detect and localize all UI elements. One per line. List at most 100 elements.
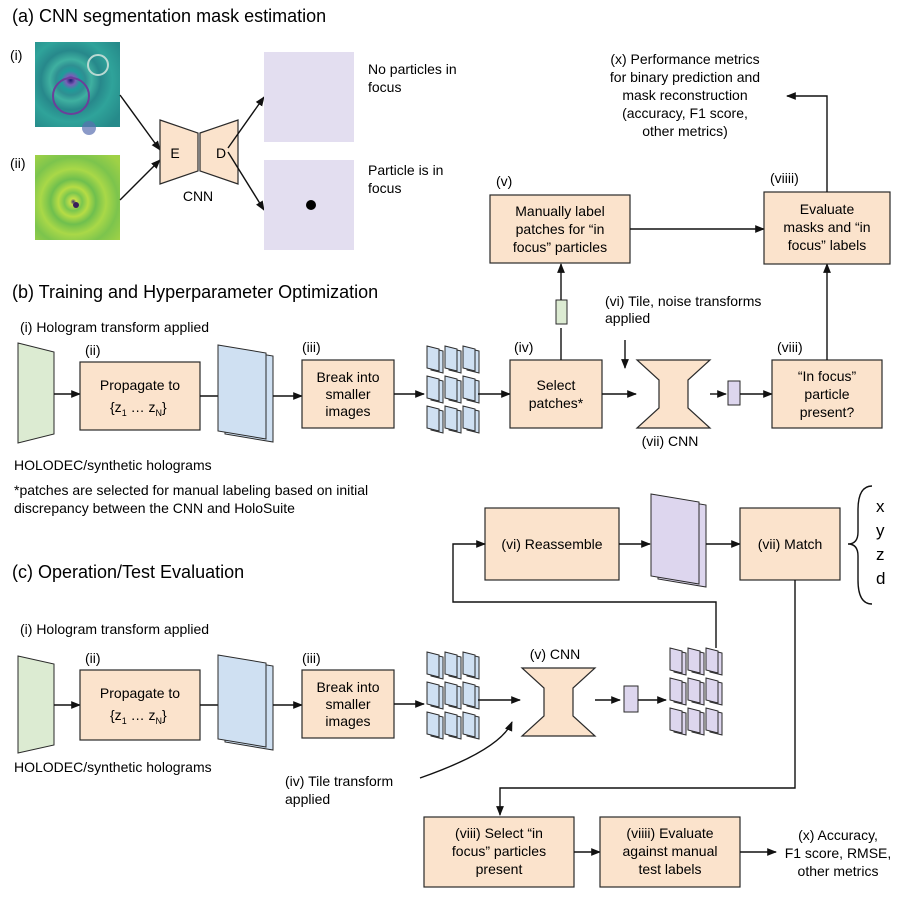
particle-text-1: Particle is in	[368, 162, 443, 178]
b-evaluate-box	[763, 191, 891, 265]
b-footnote-line2: discrepancy between the CNN and HoloSuit…	[14, 500, 295, 516]
c-cnn-label: (v) CNN	[530, 646, 581, 662]
b-manual-line2: patches for “in	[516, 221, 605, 237]
b-evaluate-line1: Evaluate	[800, 201, 855, 217]
c-step-ii: (ii)	[85, 650, 101, 666]
b-infocus-box	[771, 359, 883, 429]
c-propagate-box	[79, 669, 201, 741]
b-select-box	[509, 359, 603, 429]
c-reassembled-stack	[650, 493, 707, 588]
b-hologram-input	[17, 342, 55, 444]
b-step-iii: (iii)	[302, 339, 321, 355]
b-cnn-output-mask	[727, 380, 741, 406]
image-tile	[444, 711, 458, 738]
image-tile	[426, 711, 440, 738]
no-particle-text-2: focus	[368, 79, 401, 95]
predicted-tile	[687, 707, 701, 734]
cnn-label-a: CNN	[183, 188, 213, 204]
b-tile-line2: applied	[605, 310, 650, 326]
b-step-viiii: (viiii)	[770, 170, 799, 186]
image-tile	[426, 651, 440, 678]
image-tile	[426, 681, 440, 708]
b-metrics-line5: other metrics)	[642, 123, 728, 139]
image-tile	[444, 651, 458, 678]
b-manual-label-box	[489, 194, 631, 264]
b-propagated-stack	[217, 344, 274, 443]
c-hologram-input	[17, 655, 55, 754]
image-tile	[444, 375, 458, 402]
b-metrics-line2: for binary prediction and	[610, 69, 760, 85]
b-tile-line1: (vi) Tile, noise transforms	[605, 293, 761, 309]
predicted-tile	[669, 677, 683, 704]
c-result-line3: other metrics	[798, 863, 879, 879]
image-tile	[426, 345, 440, 372]
image-tile	[462, 711, 476, 738]
b-image-tiles	[426, 345, 480, 434]
c-propagated-stack	[217, 654, 274, 751]
b-transform-label: (i) Hologram transform applied	[20, 319, 209, 335]
predicted-tile	[687, 647, 701, 674]
c-reassemble-label: (vi) Reassemble	[501, 536, 602, 552]
c-select-line1: (viii) Select “in	[455, 825, 543, 841]
particle-text-2: focus	[368, 180, 401, 196]
decoder-label: D	[216, 145, 226, 161]
hologram-image-i	[35, 42, 120, 135]
c-break-box	[301, 669, 395, 739]
mask-no-particle	[264, 52, 354, 142]
predicted-tile	[669, 647, 683, 674]
b-propagate-box	[79, 361, 201, 431]
predicted-tile	[705, 677, 719, 704]
image-tile	[462, 651, 476, 678]
b-step-ii: (ii)	[85, 342, 101, 358]
image-tile	[462, 345, 476, 372]
c-cnn-output-mask	[623, 685, 639, 713]
c-result-line1: (x) Accuracy,	[798, 827, 878, 843]
c-source-label: HOLODEC/synthetic holograms	[14, 759, 212, 775]
section-b-title: (b) Training and Hyperparameter Optimiza…	[12, 282, 378, 302]
predicted-tile	[687, 677, 701, 704]
b-footnote-line1: *patches are selected for manual labelin…	[14, 482, 368, 498]
image-tile	[444, 405, 458, 432]
image-tile	[444, 681, 458, 708]
c-evaluate-line1: (viiii) Evaluate	[626, 825, 713, 841]
c-select-line3: present	[476, 861, 523, 877]
b-metrics-line4: (accuracy, F1 score,	[622, 105, 748, 121]
image-tile	[444, 345, 458, 372]
image-tile	[462, 681, 476, 708]
b-manual-line3: focus” particles	[513, 239, 607, 255]
predicted-tile	[705, 707, 719, 734]
b-break-line3: images	[325, 403, 370, 419]
b-infocus-line3: present?	[800, 404, 855, 420]
predicted-tile	[705, 647, 719, 674]
c-break-line1: Break into	[316, 679, 379, 695]
input-i-label: (i)	[10, 47, 22, 63]
b-select-line2: patches*	[529, 395, 584, 411]
b-break-line2: smaller	[325, 386, 370, 402]
b-step-iv: (iv)	[514, 339, 533, 355]
no-particle-text-1: No particles in	[368, 61, 457, 77]
c-coord-x: x	[876, 497, 885, 516]
encoder-label: E	[170, 145, 179, 161]
section-a-title: (a) CNN segmentation mask estimation	[12, 6, 326, 26]
c-select-box	[423, 816, 575, 888]
b-evaluate-line2: masks and “in	[783, 219, 870, 235]
b-cnn-shape	[635, 359, 712, 429]
c-match-label: (vii) Match	[758, 536, 823, 552]
particle-dot	[306, 200, 316, 210]
c-evaluate-line2: against manual	[623, 843, 718, 859]
c-coord-y: y	[876, 521, 885, 540]
b-propagate-line2: {z1 … zN}	[110, 399, 167, 418]
c-break-line2: smaller	[325, 696, 370, 712]
image-tile	[462, 405, 476, 432]
c-tile-line1: (iv) Tile transform	[285, 773, 393, 789]
b-metrics-line1: (x) Performance metrics	[610, 51, 759, 67]
c-propagate-line1: Propagate to	[100, 685, 180, 701]
c-coords-brace	[847, 485, 873, 605]
c-result-line2: F1 score, RMSE,	[785, 845, 892, 861]
c-coord-z: z	[876, 545, 885, 564]
c-break-line3: images	[325, 713, 370, 729]
cnn-encoder-decoder-a	[159, 119, 239, 185]
b-metrics-line3: mask reconstruction	[622, 87, 747, 103]
c-match-box	[739, 507, 841, 581]
